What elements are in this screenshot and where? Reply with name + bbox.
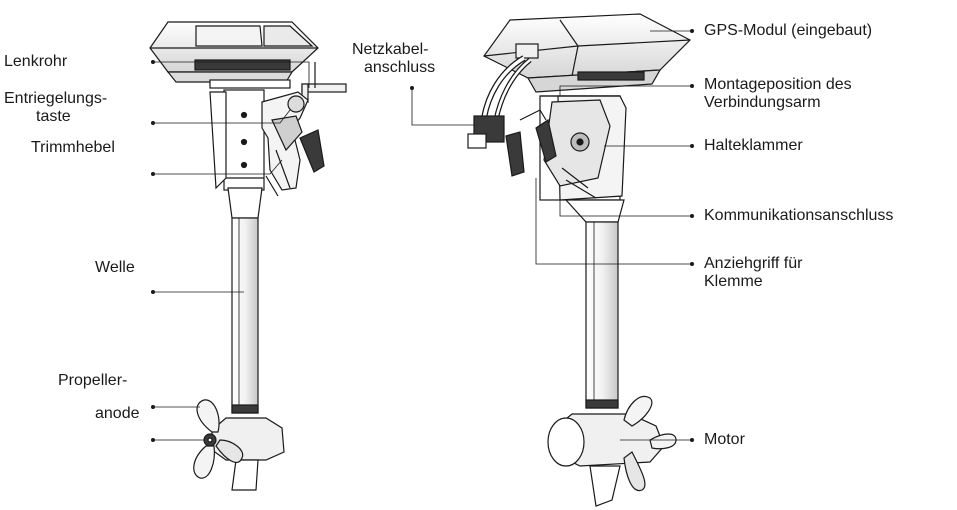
leader-trimmhebel (151, 159, 283, 176)
label-netzkabel-line2: anschluss (364, 59, 436, 76)
right-shaft (564, 199, 625, 409)
leader-anode (151, 438, 204, 442)
right-lower-unit (547, 395, 677, 507)
label-montageposition-line1: Montageposition des (704, 76, 852, 93)
left-motor-side-view (149, 21, 347, 491)
label-motor: Motor (704, 431, 745, 448)
label-gps-modul: GPS-Modul (eingebaut) (704, 22, 873, 39)
left-head-unit (149, 21, 319, 89)
left-shaft (227, 187, 263, 414)
label-lenkrohr: Lenkrohr (4, 53, 68, 70)
left-mount-bracket (209, 89, 265, 191)
leader-anziehgriff (535, 178, 694, 266)
left-clamp-mechanism (261, 91, 325, 197)
leader-entriegelungstaste (151, 109, 291, 125)
label-halteklammer: Halteklammer (704, 137, 803, 154)
label-anode: anode (95, 405, 140, 422)
right-motor-rear-view (467, 13, 692, 507)
label-entriegelungstaste-line1: Entriegelungs- (4, 90, 108, 107)
leader-welle (151, 290, 244, 294)
leader-propeller (151, 405, 200, 409)
label-entriegelungstaste-line2: taste (36, 108, 71, 125)
left-tiller-tube (301, 62, 347, 103)
label-trimmhebel: Trimmhebel (31, 139, 115, 156)
leader-halteklammer (604, 144, 694, 148)
label-propeller: Propeller- (58, 372, 128, 389)
leader-lenkrohr (151, 60, 310, 88)
label-anziehgriff-line2: Klemme (704, 273, 763, 290)
label-netzkabel-line1: Netzkabel- (352, 41, 429, 58)
leader-motor (620, 438, 694, 442)
label-welle: Welle (95, 259, 135, 276)
leader-kommunikation (559, 196, 694, 218)
leader-lines (151, 29, 694, 442)
right-head-unit (483, 13, 692, 93)
label-kommunikationsanschluss: Kommunikationsanschluss (704, 207, 894, 224)
leader-montage (559, 84, 694, 96)
label-montageposition-line2: Verbindungsarm (704, 94, 821, 111)
leader-netzkabel (410, 86, 474, 126)
label-anziehgriff-line1: Anziehgriff für (704, 255, 803, 272)
leader-gps (650, 29, 694, 33)
right-bracket-clamp (505, 95, 627, 201)
right-power-cable (467, 55, 532, 149)
left-lower-unit (193, 399, 285, 491)
